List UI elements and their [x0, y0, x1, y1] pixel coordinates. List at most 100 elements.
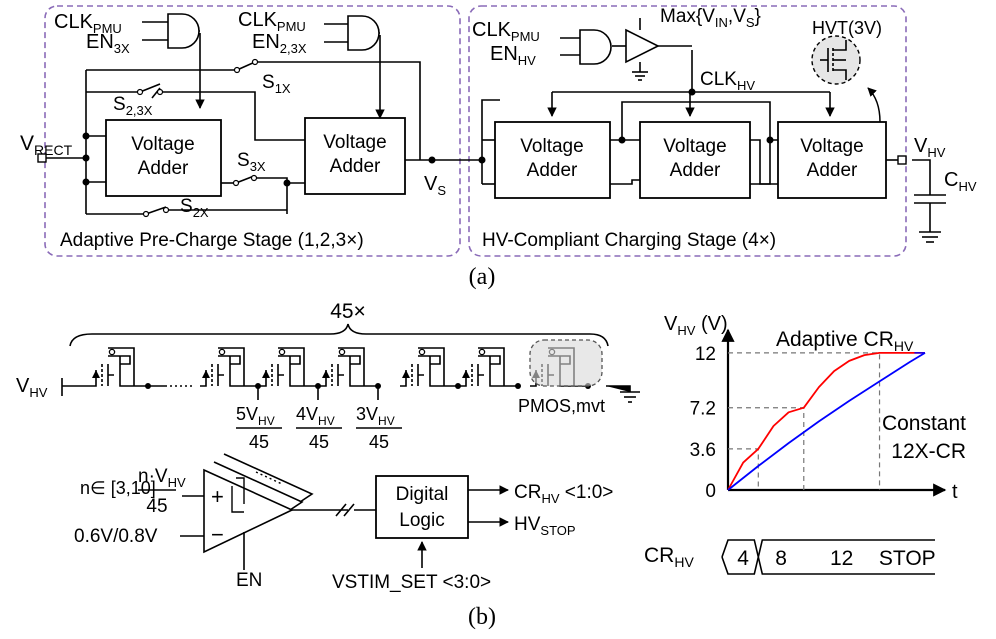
n-range: n∈ [3,10] [80, 478, 156, 498]
svg-text:Voltage: Voltage [520, 136, 583, 157]
ladder-taps: 5VHV 45 4VHV 45 3VHV 45 [236, 386, 402, 452]
vhv-pin [897, 155, 907, 165]
tap-numerator: 5VHV [236, 404, 275, 428]
series-line [727, 352, 925, 491]
clk-hv-label: CLKHV [700, 69, 755, 93]
pmos-mvt-label: PMOS,mvt [518, 396, 605, 416]
s23x-label: S2,3X [113, 94, 153, 118]
comparator-minus: − [211, 522, 224, 547]
pmos-ladder [90, 347, 591, 389]
svg-text:Logic: Logic [399, 510, 444, 531]
svg-text:Digital: Digital [396, 484, 449, 505]
ladder-ground [606, 385, 640, 403]
cr-bus-top [721, 539, 935, 575]
cr-phase-label: 8 [775, 547, 787, 570]
switch-s23x [139, 83, 161, 93]
y-tick-label: 12 [695, 344, 716, 365]
comparator-input-den: 45 [146, 496, 167, 517]
chv-label: CHV [944, 169, 977, 194]
switches [139, 61, 256, 215]
cr-phase-label: 12 [830, 547, 853, 570]
switch-s1x [236, 61, 256, 71]
svg-text:Voltage: Voltage [663, 136, 726, 157]
svg-text:HVT(3V): HVT(3V) [812, 18, 882, 38]
tap-denominator: 45 [309, 432, 329, 452]
y-axis-label: VHV (V) [664, 313, 728, 338]
precharge-caption: Adaptive Pre-Charge Stage (1,2,3×) [60, 230, 364, 251]
constant-series-label-line2: 12X-CR [891, 440, 966, 463]
pmos-cell [460, 347, 521, 389]
y-tick-label: 3.6 [690, 440, 716, 461]
precharge-adder-1: Voltage Adder [105, 119, 222, 197]
cr-bus-bottom [721, 539, 935, 575]
junction-dots [82, 58, 436, 218]
vs-label: VS [424, 173, 446, 198]
cr-phase-label: 4 [737, 547, 749, 570]
comparator-input-num: n·VHV [138, 466, 186, 490]
constant-series-label-line1: Constant [882, 412, 966, 435]
adaptive-series-label: Adaptive CRHV [776, 328, 914, 354]
pmos-cell [260, 347, 321, 389]
tap-denominator: 45 [369, 432, 389, 452]
tap-numerator: 3VHV [356, 404, 395, 428]
clk-pmu-label-3: CLKPMU [472, 19, 540, 44]
svg-text:Adder: Adder [670, 160, 721, 181]
switch-s3x [235, 175, 255, 184]
comparator-plus: + [211, 484, 224, 509]
y-tick-label: 0 [705, 481, 716, 502]
s2x-label: S2X [180, 196, 209, 220]
pmos-cell [320, 347, 381, 389]
hvt-transistor-icon: HVT(3V) [811, 18, 882, 123]
tap-numerator: 4VHV [296, 404, 335, 428]
en-3x-label: EN3X [86, 31, 130, 56]
pmos-cell [400, 347, 461, 389]
hv-charging-stage-box [468, 5, 907, 257]
vhv-ladder-label: VHV [16, 375, 48, 400]
comparator-en: EN [236, 570, 262, 591]
level-shifter-buffer [625, 28, 660, 64]
hv-adder-3: Voltage Adder [777, 121, 887, 199]
precharge-wires [46, 33, 432, 215]
and-gate-hv [579, 29, 612, 65]
max-supply-label: Max{VIN,VS} [660, 6, 761, 30]
series-line [727, 352, 926, 491]
precharge-adder-2: Voltage Adder [304, 117, 406, 195]
comparator-ref: 0.6V/0.8V [74, 526, 158, 547]
cr-phase-label: STOP [879, 547, 936, 570]
tap-denominator: 45 [249, 432, 269, 452]
vrect-pin [37, 153, 47, 163]
count-45x: 45× [330, 300, 366, 323]
and-gate-3x [167, 13, 200, 49]
pmos-cell [200, 347, 261, 389]
s1x-label: S1X [262, 72, 291, 96]
cr-sequence-label: CRHV [644, 544, 694, 570]
svg-text:Adder: Adder [807, 160, 858, 181]
svg-text:Adder: Adder [527, 160, 578, 181]
svg-text:Adder: Adder [330, 156, 381, 177]
pmos-cell [90, 347, 151, 389]
label-b: (b) [468, 604, 496, 630]
digital-logic-block: Digital Logic [375, 475, 469, 539]
and-gate-23x [347, 15, 380, 51]
hv-adder-1: Voltage Adder [494, 121, 611, 199]
switch-s2x [145, 206, 167, 215]
en-hv-label: ENHV [490, 43, 536, 68]
hv-caption: HV-Compliant Charging Stage (4×) [482, 230, 776, 251]
brace [69, 323, 609, 347]
y-tick-label: 7.2 [690, 399, 716, 420]
hv-adder-2: Voltage Adder [639, 121, 751, 199]
comparator [180, 453, 376, 570]
vstim-label: VSTIM_SET <3:0> [332, 572, 491, 593]
svg-text:Adder: Adder [138, 158, 189, 179]
clk-pmu-label-2: CLKPMU [238, 9, 306, 34]
label-a: (a) [469, 264, 496, 290]
svg-text:Voltage: Voltage [800, 136, 863, 157]
s3x-label: S3X [237, 150, 266, 174]
svg-text:Voltage: Voltage [131, 134, 194, 155]
precharge-stage-box [44, 5, 461, 257]
svg-text:Voltage: Voltage [323, 132, 386, 153]
cr-output-label: CRHV <1:0> [514, 482, 613, 506]
